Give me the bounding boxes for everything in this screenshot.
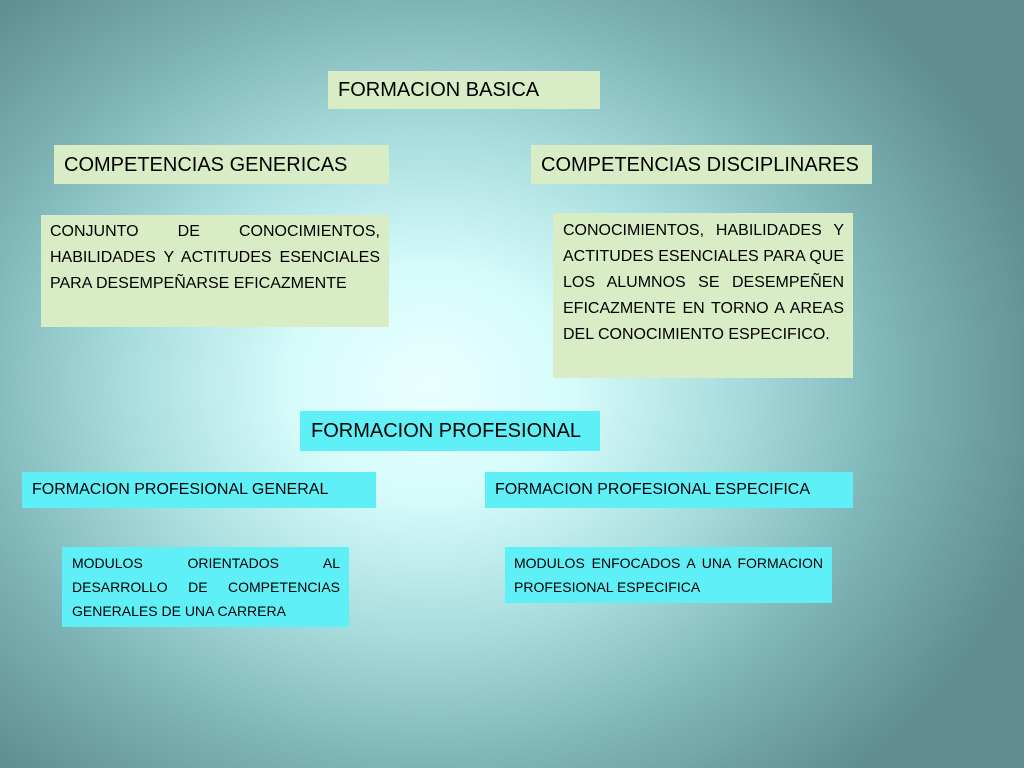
formacion-profesional-general-description: MODULOS ORIENTADOS AL DESARROLLO DE COMP… (62, 547, 349, 627)
formacion-profesional-title: FORMACION PROFESIONAL (300, 411, 600, 451)
formacion-basica-title: FORMACION BASICA (328, 71, 600, 109)
competencias-disciplinares-heading-text: COMPETENCIAS DISCIPLINARES (541, 153, 859, 176)
formacion-profesional-especifica-heading-text: FORMACION PROFESIONAL ESPECIFICA (495, 481, 811, 498)
formacion-basica-title-text: FORMACION BASICA (338, 79, 540, 101)
competencias-disciplinares-description-text: CONOCIMIENTOS, HABILIDADES Y ACTITUDES E… (563, 222, 844, 343)
formacion-profesional-title-text: FORMACION PROFESIONAL (311, 420, 582, 442)
competencias-genericas-heading: COMPETENCIAS GENERICAS (54, 145, 389, 184)
competencias-disciplinares-description: CONOCIMIENTOS, HABILIDADES Y ACTITUDES E… (553, 213, 853, 378)
competencias-genericas-heading-text: COMPETENCIAS GENERICAS (64, 153, 348, 176)
formacion-profesional-especifica-heading: FORMACION PROFESIONAL ESPECIFICA (485, 472, 853, 508)
competencias-genericas-description: CONJUNTO DE CONOCIMIENTOS, HABILIDADES Y… (41, 215, 389, 327)
formacion-profesional-general-description-text: MODULOS ORIENTADOS AL DESARROLLO DE COMP… (72, 555, 340, 619)
formacion-profesional-especifica-description: MODULOS ENFOCADOS A UNA FORMACION PROFES… (505, 547, 832, 603)
competencias-disciplinares-heading: COMPETENCIAS DISCIPLINARES (531, 145, 872, 184)
formacion-profesional-general-heading: FORMACION PROFESIONAL GENERAL (22, 472, 376, 508)
formacion-profesional-especifica-description-text: MODULOS ENFOCADOS A UNA FORMACION PROFES… (514, 555, 823, 595)
formacion-profesional-general-heading-text: FORMACION PROFESIONAL GENERAL (32, 481, 329, 498)
competencias-genericas-description-text: CONJUNTO DE CONOCIMIENTOS, HABILIDADES Y… (50, 223, 380, 292)
